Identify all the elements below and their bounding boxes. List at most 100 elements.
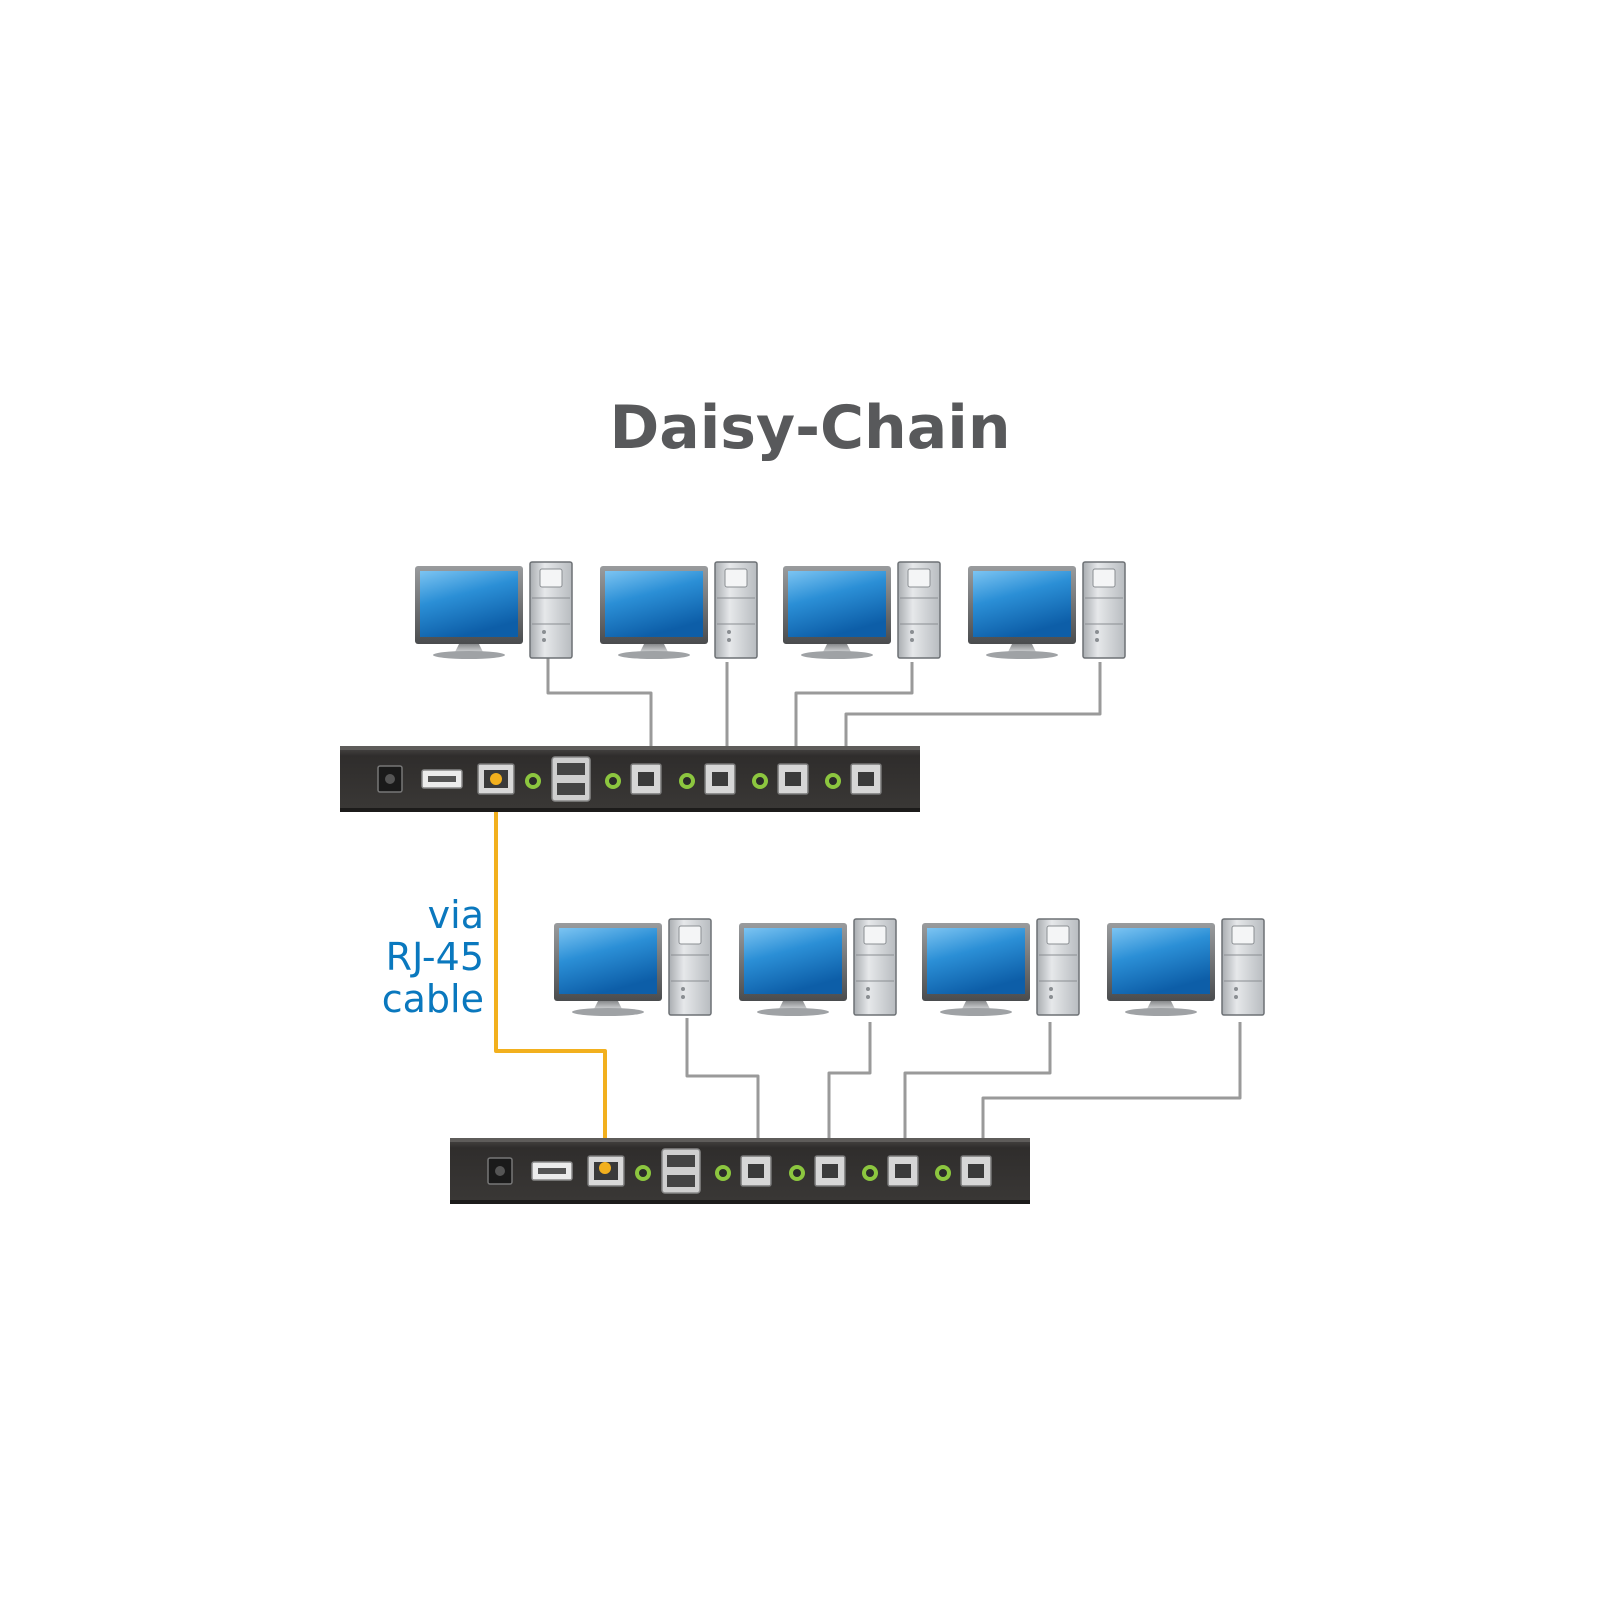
usb-cable <box>981 1022 1242 1150</box>
kvm-switch-icon <box>450 1138 1030 1204</box>
tower-button <box>1095 638 1099 642</box>
rj45-cable-end <box>599 1162 611 1174</box>
usb-a-port-icon <box>661 1148 701 1194</box>
usb-b-port-icon <box>887 1155 919 1187</box>
monitor-stand-base <box>572 1008 644 1016</box>
tower-button <box>1049 995 1053 999</box>
desktop-computer-icon <box>783 561 941 659</box>
dc-power-jack-icon <box>487 1157 513 1185</box>
desktop-computer-icon <box>968 561 1126 659</box>
switch-bottom-edge <box>340 808 920 812</box>
monitor-screen <box>927 928 1025 994</box>
monitor-stand-neck <box>823 644 851 652</box>
monitor-stand-base <box>986 651 1058 659</box>
kvm-switch-icon <box>340 746 920 812</box>
usb-cable <box>685 1018 760 1150</box>
audio-jack-icon <box>635 1165 651 1181</box>
tower-drive-bay <box>724 568 748 588</box>
audio-jack-icon <box>752 773 768 789</box>
tower-button <box>910 638 914 642</box>
cable-label-line-1: via <box>428 893 484 937</box>
monitor-stand-neck <box>779 1001 807 1009</box>
diagram-title: Daisy-Chain <box>609 393 1010 463</box>
tower-button <box>1095 630 1099 634</box>
usb-cable <box>546 658 653 758</box>
tower-button <box>910 630 914 634</box>
switch-top-edge <box>450 1138 1030 1142</box>
desktop-computer-icon <box>739 918 897 1016</box>
tower-button <box>542 638 546 642</box>
tower-button <box>866 987 870 991</box>
usb-a-port-icon <box>531 1161 573 1181</box>
desktop-computer-icon <box>554 918 712 1016</box>
tower-button <box>866 995 870 999</box>
tower-button <box>1234 987 1238 991</box>
tower-drive-bay <box>678 925 702 945</box>
usb-cable <box>794 662 914 758</box>
tower-drive-bay <box>1231 925 1255 945</box>
desktop-computer-icon <box>1107 918 1265 1016</box>
usb-cable <box>844 662 1102 758</box>
tower-button <box>681 995 685 999</box>
monitor-stand-neck <box>962 1001 990 1009</box>
monitor-stand-base <box>940 1008 1012 1016</box>
tower-button <box>1049 987 1053 991</box>
monitor-stand-base <box>801 651 873 659</box>
audio-jack-icon <box>935 1165 951 1181</box>
usb-b-port-icon <box>740 1155 772 1187</box>
monitor-stand-neck <box>640 644 668 652</box>
monitor-stand-base <box>433 651 505 659</box>
switch-bottom-edge <box>450 1200 1030 1204</box>
usb-b-port-icon <box>630 763 662 795</box>
tower-drive-bay <box>907 568 931 588</box>
usb-b-port-icon <box>960 1155 992 1187</box>
monitor-stand-neck <box>455 644 483 652</box>
usb-b-port-icon <box>704 763 736 795</box>
monitor-screen <box>744 928 842 994</box>
audio-jack-icon <box>789 1165 805 1181</box>
tower-drive-bay <box>1046 925 1070 945</box>
monitor-stand-base <box>618 651 690 659</box>
cables-layer <box>494 658 1242 1168</box>
desktop-computer-icon <box>922 918 1080 1016</box>
usb-b-port-icon <box>814 1155 846 1187</box>
switch-top-edge <box>340 746 920 750</box>
usb-cable <box>903 1022 1052 1150</box>
rj45-cable <box>494 779 607 1168</box>
monitor-screen <box>788 571 886 637</box>
monitor-stand-base <box>757 1008 829 1016</box>
cable-label-line-2: RJ-45 <box>386 935 484 979</box>
audio-jack-icon <box>715 1165 731 1181</box>
usb-b-port-icon <box>850 763 882 795</box>
usb-cable <box>827 1022 872 1150</box>
monitor-stand-neck <box>1147 1001 1175 1009</box>
audio-jack-icon <box>825 773 841 789</box>
monitor-stand-neck <box>1008 644 1036 652</box>
desktop-computer-icon <box>600 561 758 659</box>
monitor-stand-neck <box>594 1001 622 1009</box>
tower-drive-bay <box>863 925 887 945</box>
tower-button <box>727 638 731 642</box>
monitor-screen <box>973 571 1071 637</box>
audio-jack-icon <box>679 773 695 789</box>
tower-button <box>681 987 685 991</box>
monitor-screen <box>605 571 703 637</box>
audio-jack-icon <box>862 1165 878 1181</box>
monitor-screen <box>559 928 657 994</box>
tower-drive-bay <box>539 568 563 588</box>
usb-a-port-icon <box>421 769 463 789</box>
monitor-stand-base <box>1125 1008 1197 1016</box>
devices-layer <box>340 561 1265 1204</box>
tower-drive-bay <box>1092 568 1116 588</box>
cable-label-line-3: cable <box>382 977 484 1021</box>
desktop-computer-icon <box>415 561 573 659</box>
usb-b-port-icon <box>777 763 809 795</box>
usb-a-port-icon <box>551 756 591 802</box>
tower-button <box>727 630 731 634</box>
monitor-screen <box>420 571 518 637</box>
audio-jack-icon <box>525 773 541 789</box>
tower-button <box>1234 995 1238 999</box>
monitor-screen <box>1112 928 1210 994</box>
dc-power-jack-icon <box>377 765 403 793</box>
